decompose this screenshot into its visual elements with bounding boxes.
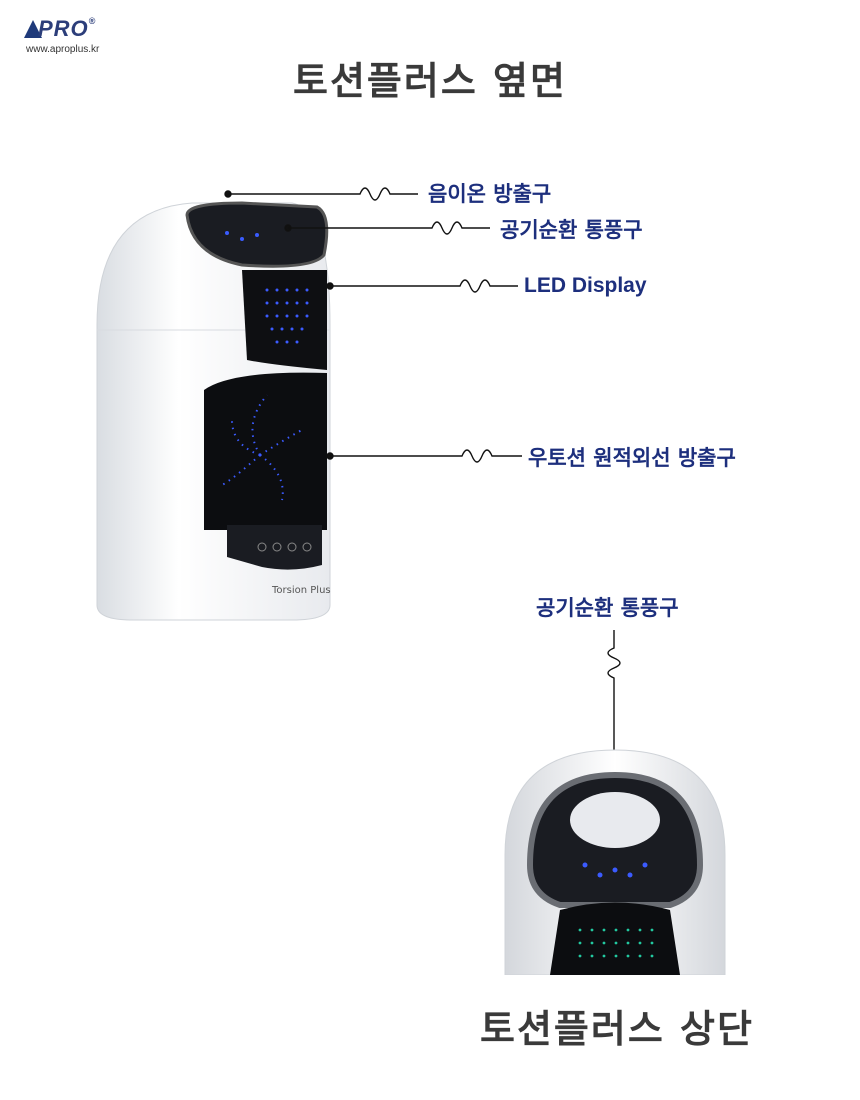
callout-air-circulation-top: 공기순환 통풍구 xyxy=(536,596,679,620)
logo-triangle-icon xyxy=(24,20,42,38)
brand-logo: PRO® www.aproplus.kr xyxy=(24,16,134,60)
logo-url: www.aproplus.kr xyxy=(26,44,100,55)
model-label: Torsion Plus xyxy=(271,585,331,596)
page-title-side: 토션플러스 옆면 xyxy=(293,59,567,103)
callout-air-circulation: 공기순환 통풍구 xyxy=(500,218,643,242)
callout-uv-emitter: 우토션 원적외선 방출구 xyxy=(528,446,736,470)
device-side-image: Torsion Plus xyxy=(96,201,331,621)
device-top-image xyxy=(504,749,726,975)
logo-text: PRO xyxy=(38,16,89,41)
callout-anion: 음이온 방출구 xyxy=(428,182,552,206)
page-title-top: 토션플러스 상단 xyxy=(480,1007,754,1051)
registered-icon: ® xyxy=(88,16,97,26)
callout-led-display: LED Display xyxy=(524,274,647,297)
